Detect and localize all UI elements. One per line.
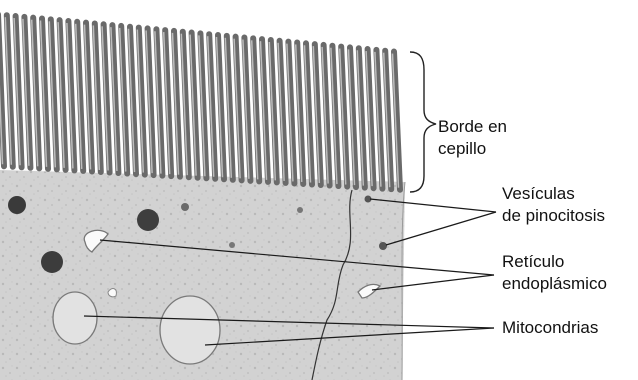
dark-granule bbox=[229, 242, 235, 248]
pinocytosis-vesicle bbox=[379, 242, 387, 250]
brush-border-microvilli bbox=[0, 14, 400, 189]
dark-granule bbox=[8, 196, 26, 214]
mitochondrion bbox=[160, 296, 220, 364]
dark-granule bbox=[137, 209, 159, 231]
er-profile bbox=[108, 289, 116, 297]
label-brush-border-line1: Borde en bbox=[438, 116, 507, 138]
label-mitochondria: Mitocondrias bbox=[502, 317, 598, 339]
label-endoplasmic-reticulum: Retículo endoplásmico bbox=[502, 251, 607, 295]
label-pinocytosis-line1: Vesículas bbox=[502, 183, 605, 205]
label-brush-border: Borde en cepillo bbox=[438, 116, 507, 160]
mitochondrion bbox=[53, 292, 97, 344]
label-er-line1: Retículo bbox=[502, 251, 607, 273]
dark-granule bbox=[41, 251, 63, 273]
dark-granule bbox=[181, 203, 189, 211]
label-er-line2: endoplásmico bbox=[502, 273, 607, 295]
label-mitochondria-line1: Mitocondrias bbox=[502, 317, 598, 339]
label-brush-border-line2: cepillo bbox=[438, 138, 507, 160]
brush-border-brace bbox=[410, 52, 436, 192]
label-pinocytosis-vesicles: Vesículas de pinocitosis bbox=[502, 183, 605, 227]
label-pinocytosis-line2: de pinocitosis bbox=[502, 205, 605, 227]
dark-granule bbox=[297, 207, 303, 213]
